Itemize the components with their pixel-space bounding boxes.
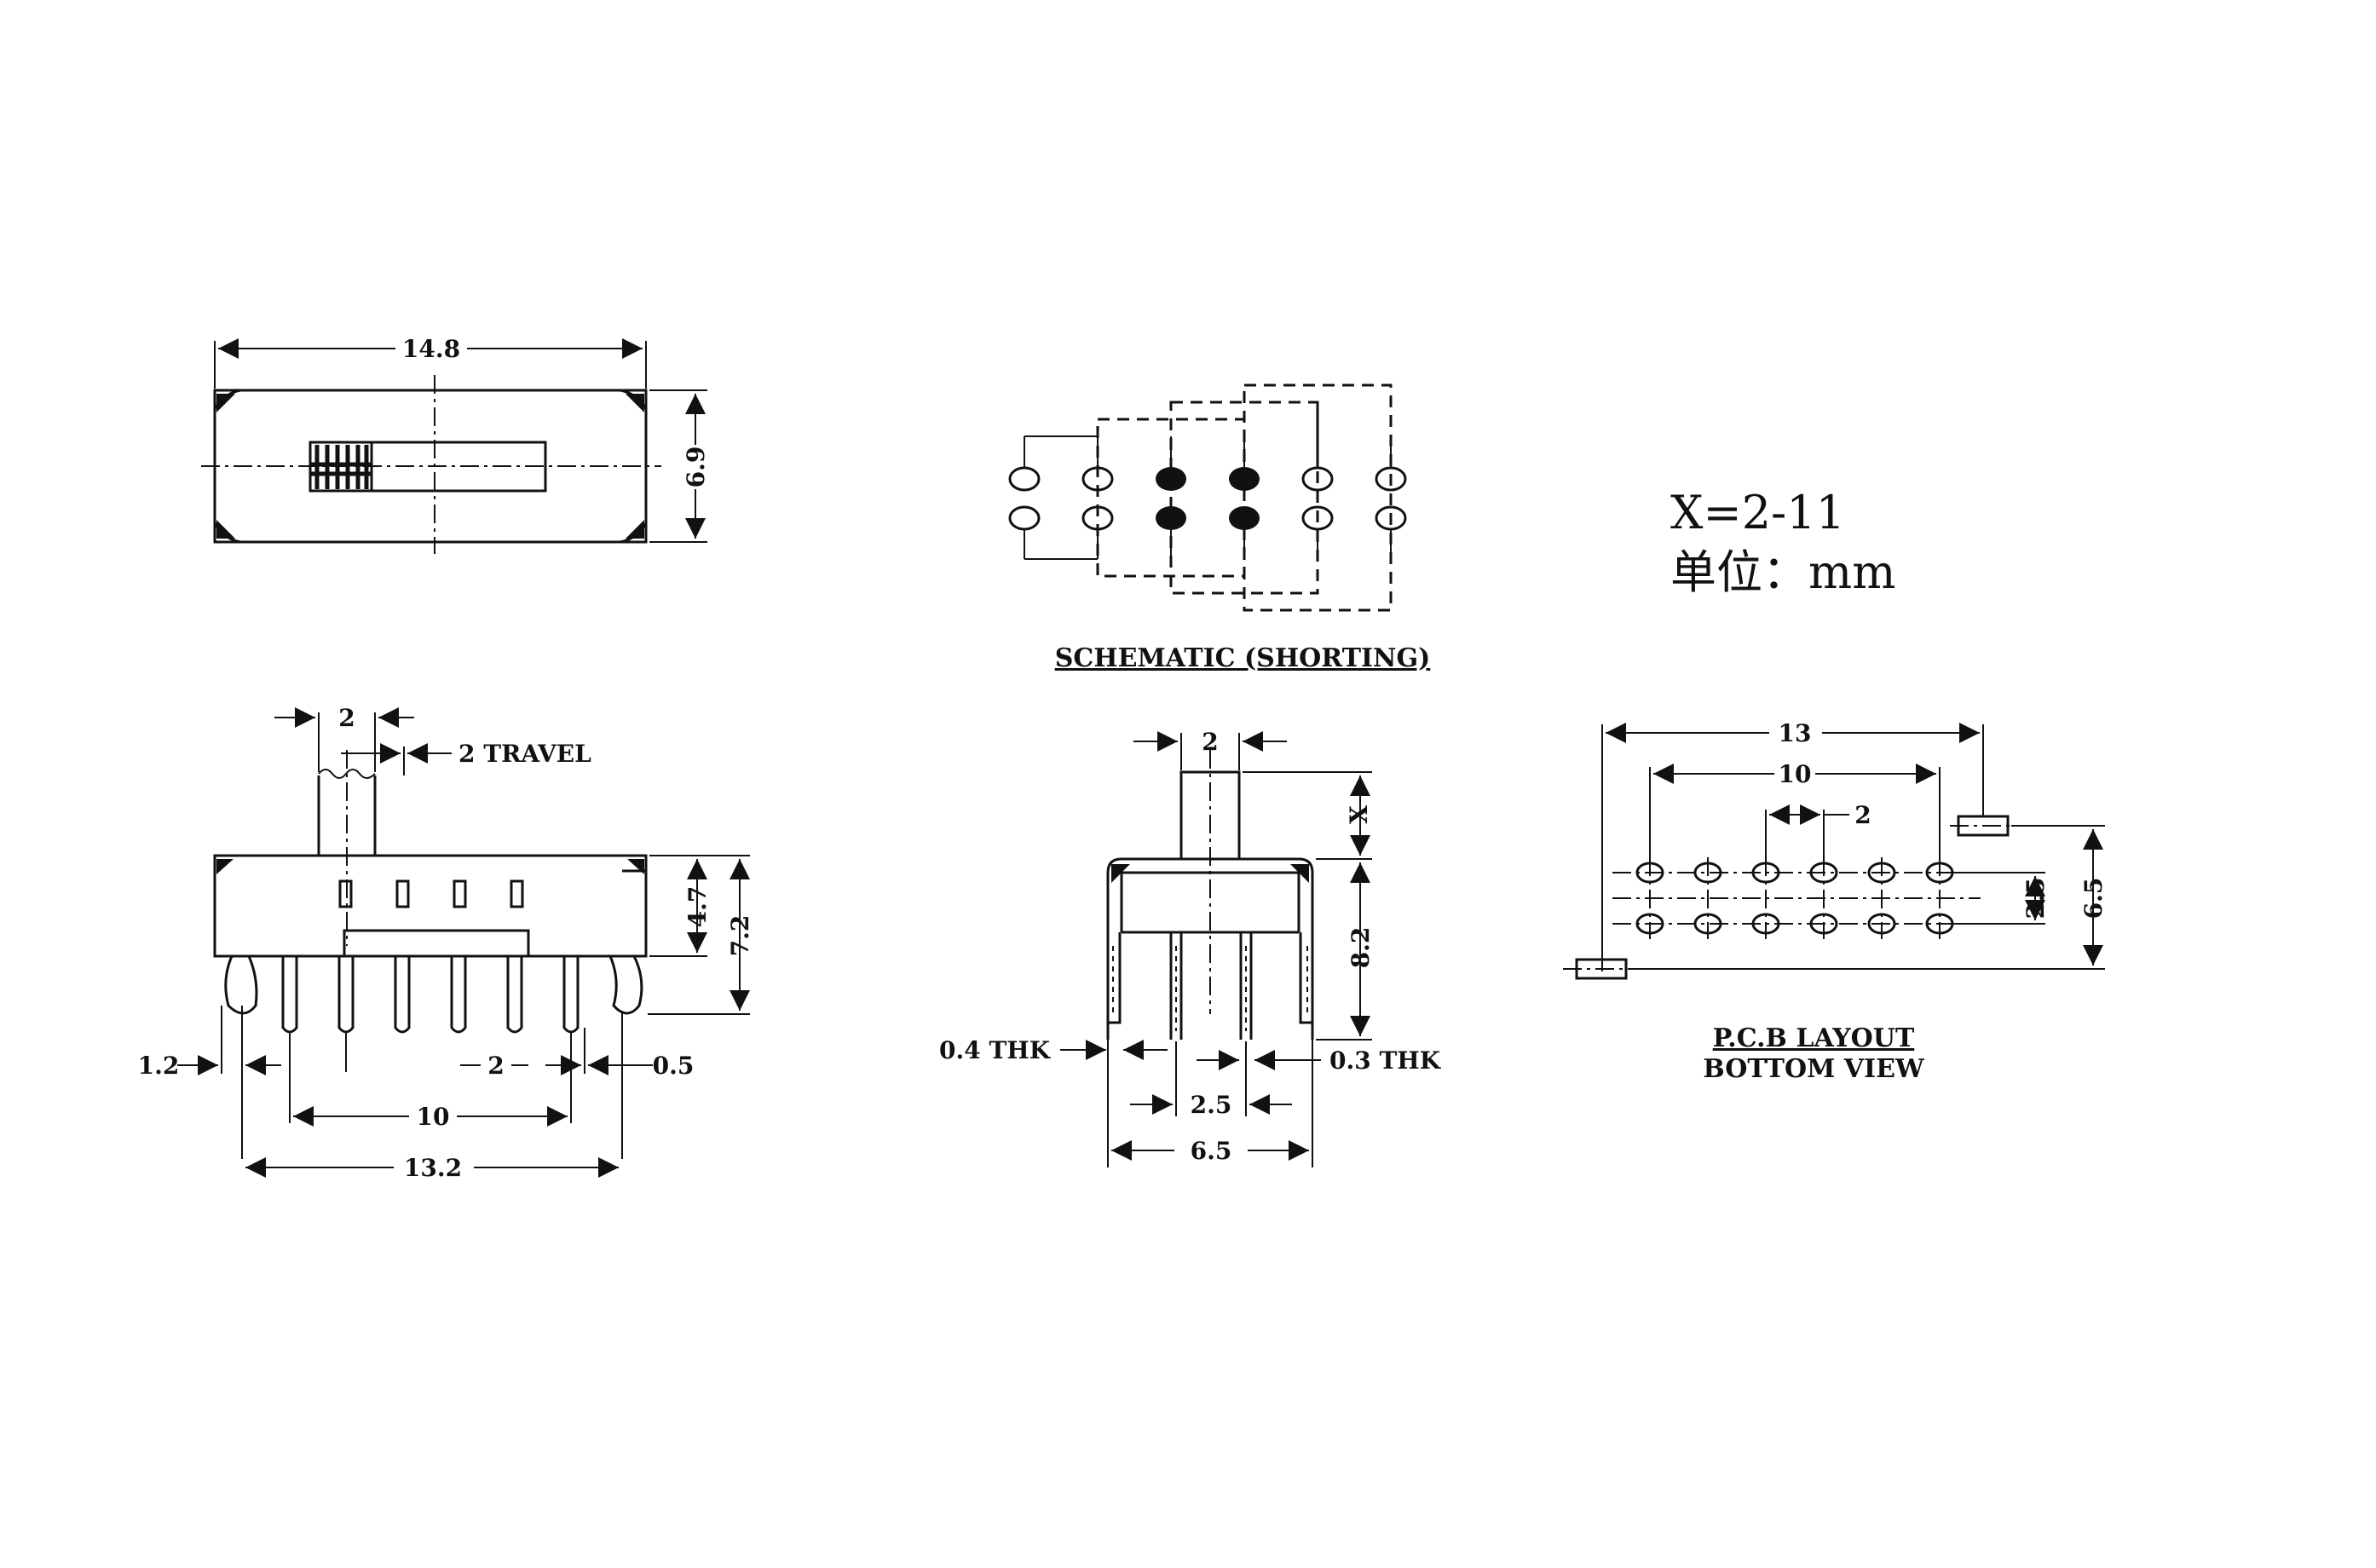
top-width-dim: 14.8 xyxy=(402,335,460,363)
ext-lines xyxy=(221,1006,623,1159)
ext-lines xyxy=(1601,724,1984,971)
window xyxy=(453,879,467,908)
pin-width-dim: 0.5 xyxy=(653,1052,695,1080)
actuator-width-dim: 2 xyxy=(338,704,355,732)
pcb-centerlines-h xyxy=(1612,872,1981,925)
lug-span-dim: 13.2 xyxy=(404,1154,462,1182)
pin-span-dim: 10 xyxy=(417,1103,450,1131)
left-lug xyxy=(224,955,258,1015)
total-height-dim: 7.2 xyxy=(726,915,754,957)
pcb-pin-pitch-dim: 2 xyxy=(1854,801,1871,829)
top-height-dim: 6.9 xyxy=(682,447,710,488)
pin xyxy=(337,956,355,1034)
side-lug xyxy=(1106,932,1122,1024)
ext-lines-right xyxy=(1629,825,2105,970)
pin xyxy=(506,956,523,1034)
pcb-title: P.C.B LAYOUT xyxy=(1713,1023,1915,1053)
actuator xyxy=(317,775,377,856)
front-pins xyxy=(281,956,580,1034)
contact-open xyxy=(1301,466,1334,492)
pcb-subtitle: BOTTOM VIEW xyxy=(1703,1054,1925,1084)
pin-hatching xyxy=(1112,946,1308,1031)
side-view: 2 X 8.2 0.4 THK 0.3 THK 2.5 6.5 xyxy=(939,728,1442,1167)
side-lug xyxy=(1299,932,1314,1024)
window xyxy=(338,879,353,908)
pin xyxy=(281,956,298,1034)
pcb-lug-span-dim: 13 xyxy=(1779,719,1812,747)
schematic-contacts xyxy=(1008,466,1407,531)
mount-lug-dim: 1.2 xyxy=(138,1052,180,1080)
side-body-height-dim: 8.2 xyxy=(1347,927,1375,969)
right-lug xyxy=(608,955,643,1015)
bridge-3 xyxy=(1169,401,1319,595)
front-view: 2 2 TRAVEL 4.7 7 xyxy=(138,704,754,1182)
pcb-lug-offset-dim: 6.5 xyxy=(2079,878,2108,919)
contact-open xyxy=(1375,466,1407,492)
x-range-note: X=2-11 xyxy=(1670,486,1845,539)
contact-open xyxy=(1008,466,1041,492)
pcb-row-spacing-dim: 2.5 xyxy=(2021,878,2050,919)
side-body-width-dim: 6.5 xyxy=(1191,1137,1232,1165)
ext-lines xyxy=(1107,1024,1313,1167)
schematic: SCHEMATIC (SHORTING) xyxy=(1008,383,1431,673)
pin-thickness-dim: 0.3 THK xyxy=(1329,1046,1442,1075)
side-pins xyxy=(1169,932,1253,1040)
bridge-1 xyxy=(1024,435,1098,560)
bridge-4 xyxy=(1243,383,1393,612)
pcb-layout: 13 10 2 2.5 6.5 P.C.B LAYOUT BOTTOM VIEW xyxy=(1563,719,2108,1084)
pin-pitch-dim: 2 xyxy=(487,1052,504,1080)
pcb-pin-span-dim: 10 xyxy=(1779,760,1812,788)
side-frame xyxy=(1106,857,1314,1040)
travel-dim: 2 TRAVEL xyxy=(458,740,591,768)
lug-thickness-dim: 0.4 THK xyxy=(939,1036,1052,1064)
front-body xyxy=(213,854,648,958)
contact-open xyxy=(1301,505,1334,531)
pin xyxy=(394,956,411,1034)
schematic-title: SCHEMATIC (SHORTING) xyxy=(1055,643,1431,673)
pcb-centerlines-v xyxy=(1649,857,1941,939)
front-corners xyxy=(216,859,644,874)
contact-open xyxy=(1375,505,1407,531)
unit-note: 单位：mm xyxy=(1670,545,1895,599)
base-ledge xyxy=(343,929,530,956)
window xyxy=(510,879,524,908)
actuator-height-dim: X xyxy=(1345,805,1373,824)
body-height-dim: 4.7 xyxy=(683,886,712,928)
side-body xyxy=(1120,871,1300,934)
row-spacing-dim: 2.5 xyxy=(1191,1091,1232,1119)
contact-stems xyxy=(1024,436,1392,559)
pin xyxy=(562,956,580,1034)
contact-open xyxy=(1008,505,1041,531)
notes: X=2-11 单位：mm xyxy=(1670,486,1895,599)
top-view: 14.8 6.9 xyxy=(201,335,710,554)
pin xyxy=(450,956,467,1034)
side-actuator-width-dim: 2 xyxy=(1202,728,1218,756)
window xyxy=(395,879,410,908)
